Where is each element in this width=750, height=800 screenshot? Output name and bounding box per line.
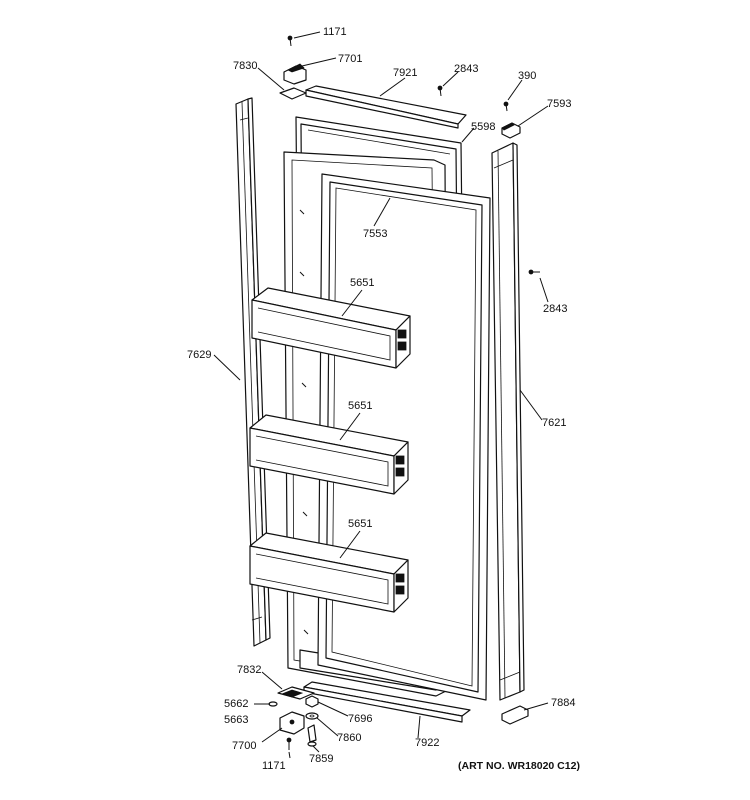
callout-7830: 7830: [233, 60, 257, 72]
callout-5651-middle: 5651: [348, 400, 372, 412]
screw-1171-bottom: [286, 737, 292, 750]
callout-7701: 7701: [338, 53, 362, 65]
bottom-hinge-7700: [279, 711, 305, 735]
top-door-trim-7921: [305, 85, 467, 129]
screw-2843-right: [528, 269, 540, 275]
door-shelf-5651-middle: [249, 414, 409, 495]
hinge-pin-7859: [307, 724, 317, 747]
callout-7922: 7922: [415, 737, 439, 749]
callout-7700: 7700: [232, 740, 256, 752]
callout-7696: 7696: [348, 713, 372, 725]
door-shelf-5651-top: [251, 287, 411, 369]
washer-5662-5663: [268, 701, 278, 707]
callout-7921: 7921: [393, 67, 417, 79]
callout-1171-top: 1171: [323, 26, 347, 38]
callout-390: 390: [518, 70, 536, 82]
screw-2843-top: [437, 85, 443, 97]
callout-1171-bottom: 1171: [262, 760, 286, 772]
callout-7593: 7593: [547, 98, 571, 110]
handle-cap-7884: [501, 705, 529, 725]
callout-7553: 7553: [363, 228, 387, 240]
bottom-hinge-shim-7832: [277, 686, 315, 700]
washer-7860: [305, 712, 319, 720]
callout-5651-bottom: 5651: [348, 518, 372, 530]
right-door-trim-7621: [491, 142, 525, 701]
bottom-door-trim-7922: [303, 681, 471, 723]
callout-labels: 1171 7701 7830 7921 2843 390 7593 5598 7…: [187, 26, 575, 772]
callout-7859: 7859: [309, 753, 333, 765]
callout-2843-right: 2843: [543, 303, 567, 315]
bushing-7696: [305, 695, 319, 708]
callout-7832: 7832: [237, 664, 261, 676]
callout-5598: 5598: [471, 121, 495, 133]
callout-2843-top: 2843: [454, 63, 478, 75]
callout-5663: 5663: [224, 714, 248, 726]
screw-390: [503, 101, 509, 112]
callout-7621: 7621: [542, 417, 566, 429]
screw-1171-top: [287, 35, 293, 47]
callout-7629: 7629: [187, 349, 211, 361]
callout-5662: 5662: [224, 698, 248, 710]
leader-lines: [213, 31, 549, 759]
callout-7884: 7884: [551, 697, 575, 709]
callout-7860: 7860: [337, 732, 361, 744]
callout-5651-top: 5651: [350, 277, 374, 289]
top-hinge-7701: [283, 63, 307, 85]
door-shelf-5651-bottom: [249, 532, 409, 613]
handle-cap-7593: [501, 122, 521, 139]
left-door-trim-7629: [235, 97, 271, 647]
hinge-shim-7830: [279, 87, 307, 100]
art-number: (ART NO. WR18020 C12): [458, 760, 580, 772]
